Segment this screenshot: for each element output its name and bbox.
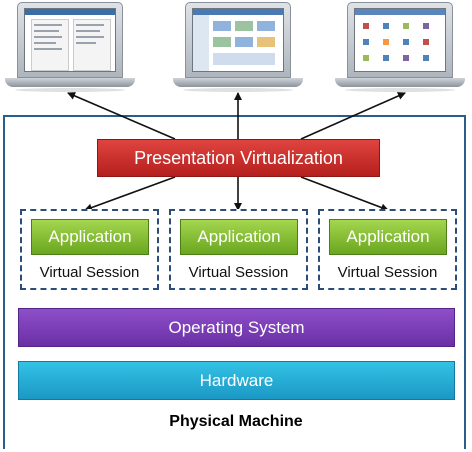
- laptop-base: [5, 78, 135, 87]
- laptop-screen-icon-grid: [354, 8, 446, 72]
- laptop-client-3: [335, 2, 465, 94]
- application-box-3: Application: [329, 219, 447, 255]
- hardware-box: Hardware: [18, 361, 455, 400]
- virtual-session-1: Application Virtual Session: [20, 209, 159, 290]
- laptop-client-1: [5, 2, 135, 94]
- application-box-1: Application: [31, 219, 149, 255]
- operating-system-label: Operating System: [168, 317, 305, 337]
- laptop-lid: [347, 2, 453, 78]
- presentation-virtualization-label: Presentation Virtualization: [134, 147, 343, 168]
- virtual-session-label: Virtual Session: [39, 264, 140, 281]
- laptop-base: [335, 78, 465, 87]
- virtual-session-label: Virtual Session: [188, 264, 289, 281]
- application-label: Application: [48, 227, 132, 246]
- application-label: Application: [346, 227, 430, 246]
- presentation-virtualization-box: Presentation Virtualization: [97, 139, 380, 177]
- physical-machine-label: Physical Machine: [169, 413, 303, 430]
- operating-system-box: Operating System: [18, 308, 455, 347]
- hardware-label: Hardware: [199, 370, 274, 390]
- laptop-lid: [17, 2, 123, 78]
- laptop-lid: [185, 2, 291, 78]
- application-box-2: Application: [180, 219, 298, 255]
- laptop-screen-desktop-app: [192, 8, 284, 72]
- laptop-client-2: [173, 2, 303, 94]
- virtual-session-label: Virtual Session: [337, 264, 438, 281]
- laptop-screen-document: [24, 8, 116, 72]
- virtual-session-2: Application Virtual Session: [169, 209, 308, 290]
- application-label: Application: [197, 227, 281, 246]
- laptop-base: [173, 78, 303, 87]
- virtual-session-3: Application Virtual Session: [318, 209, 457, 290]
